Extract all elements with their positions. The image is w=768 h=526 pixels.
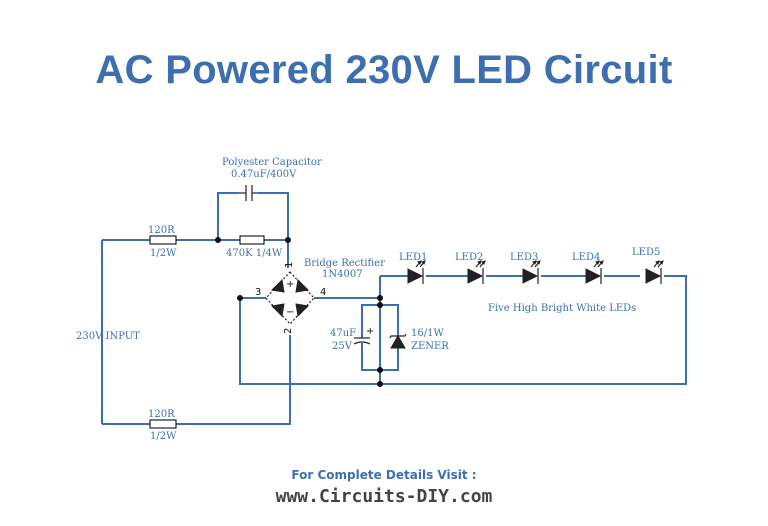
junction-dot (377, 367, 383, 373)
led-chain (407, 260, 664, 284)
led-caption: Five High Bright White LEDs (488, 303, 636, 314)
resistor-bleed-symbol (239, 235, 265, 245)
svg-text:−: − (286, 307, 294, 318)
junction-dot (285, 237, 291, 243)
cap-elec-symbol: + (353, 326, 374, 345)
led3-symbol (522, 260, 541, 284)
zener-value: 16/1W (411, 328, 444, 339)
led2-label: LED2 (455, 252, 483, 263)
bridge-part: 1N4007 (322, 269, 363, 280)
resistor-bottom-name: 120R (148, 409, 175, 420)
cap-poly-name: Polyester Capacitor (222, 157, 322, 168)
resistor-top-rating: 1/2W (150, 248, 177, 259)
junctions (215, 237, 383, 387)
footer-url: www.Circuits-DIY.com (275, 486, 493, 507)
svg-text:+: + (286, 279, 294, 290)
led1-label: LED1 (399, 252, 427, 263)
resistor-bottom-symbol (149, 419, 177, 429)
junction-dot (215, 237, 221, 243)
footer-caption: For Complete Details Visit : (291, 468, 477, 482)
led1-symbol (407, 260, 426, 284)
led4-symbol (585, 260, 604, 284)
led3-label: LED3 (510, 252, 538, 263)
resistor-bleed-label: 470K 1/4W (226, 248, 283, 259)
junction-dot (237, 295, 243, 301)
resistor-top-name: 120R (148, 225, 175, 236)
zener-type: ZENER (411, 341, 449, 352)
svg-text:+: + (366, 326, 374, 337)
bridge-pin-2: 2 (283, 328, 294, 334)
cap-poly-value: 0.47uF/400V (231, 169, 297, 180)
led5-label: LED5 (632, 247, 660, 258)
bridge-pin-1: 1 (284, 262, 295, 268)
cap-elec-value: 47uF (330, 328, 356, 339)
junction-dot (377, 381, 383, 387)
junction-dot (377, 295, 383, 301)
led4-label: LED4 (572, 252, 600, 263)
resistor-top-symbol (149, 235, 177, 245)
bridge-pin-3: 3 (255, 287, 261, 298)
zener-symbol (389, 333, 407, 349)
page-title: AC Powered 230V LED Circuit (95, 48, 673, 92)
capacitor-poly-symbol (239, 185, 258, 201)
bridge-name: Bridge Rectifier (304, 258, 385, 269)
input-label: 230V INPUT (76, 331, 140, 342)
bridge-rectifier-symbol: + − (265, 271, 315, 325)
led2-symbol (467, 260, 486, 284)
junction-dot (377, 302, 383, 308)
bridge-pin-4: 4 (320, 287, 326, 298)
resistor-bottom-rating: 1/2W (150, 431, 177, 442)
led5-symbol (645, 260, 664, 284)
cap-elec-voltage: 25V (332, 341, 353, 352)
